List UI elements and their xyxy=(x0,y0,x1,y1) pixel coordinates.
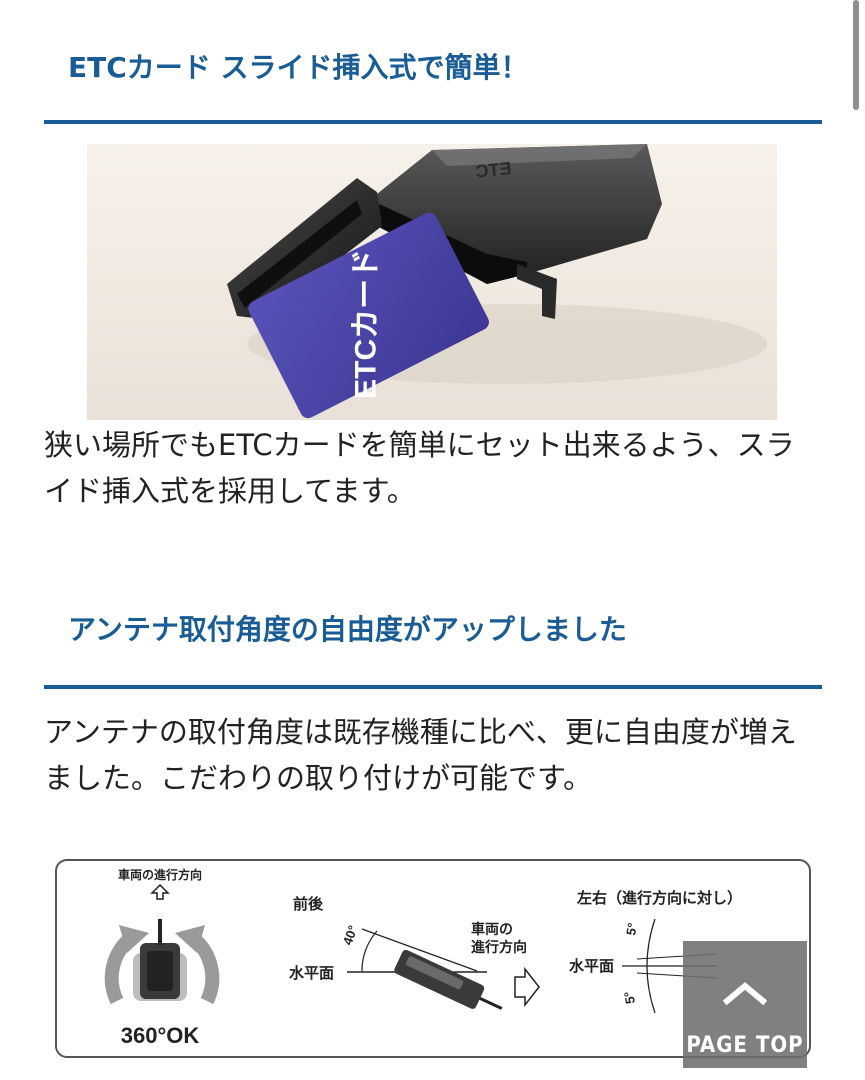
page-top-button[interactable]: PAGE TOP xyxy=(683,941,807,1068)
front-back-angle: 40° xyxy=(340,923,361,947)
rotation-direction-label: 車両の進行方向 xyxy=(118,867,202,882)
chevron-up-icon xyxy=(723,982,767,1005)
up-arrow-icon xyxy=(150,883,170,900)
left-right-diagram: 左右（進行方向に対し） 水平面 5° 5° xyxy=(569,889,742,1014)
section-title: ETCカード スライド挿入式で簡単！ xyxy=(68,51,529,84)
rotation-caption: 360°OK xyxy=(121,1023,200,1048)
left-right-angle-top: 5° xyxy=(623,922,640,937)
section-title: アンテナ取付角度の自由度がアップしました xyxy=(68,613,627,646)
rotation-diagram: 車両の進行方向 360°OK xyxy=(104,867,220,1048)
front-back-diagram: 前後 水平面 40° 車両の 進行方向 xyxy=(289,895,540,1010)
front-back-title: 前後 xyxy=(293,895,324,913)
left-right-angle-bottom: 5° xyxy=(621,990,638,1005)
front-back-direction-line2: 進行方向 xyxy=(471,939,527,955)
scrollbar[interactable] xyxy=(853,0,859,110)
front-back-horizontal-label: 水平面 xyxy=(289,964,334,982)
section-heading-etc-card: ETCカード スライド挿入式で簡単！ xyxy=(44,50,822,124)
page-top-label: PAGE TOP xyxy=(686,1033,804,1058)
antenna-description: アンテナの取付角度は既存機種に比べ、更に自由度が増えました。こだわりの取り付けが… xyxy=(44,715,797,795)
left-right-title: 左右（進行方向に対し） xyxy=(576,889,742,907)
etc-unit-illustration: ETCカード ETC xyxy=(227,144,767,419)
etc-card-description: 狭い場所でもETCカードを簡単にセット出来るよう、スライド挿入式を採用してます。 xyxy=(44,428,795,508)
card-label: ETCカード xyxy=(349,249,382,399)
etc-card-photo: ETCカード ETC xyxy=(87,144,777,420)
section-heading-antenna: アンテナ取付角度の自由度がアップしました xyxy=(44,612,822,689)
right-arrow-icon xyxy=(514,966,540,1008)
unit-mark: ETC xyxy=(475,158,513,182)
front-back-direction-line1: 車両の xyxy=(471,921,513,937)
left-right-horizontal-label: 水平面 xyxy=(569,957,614,975)
